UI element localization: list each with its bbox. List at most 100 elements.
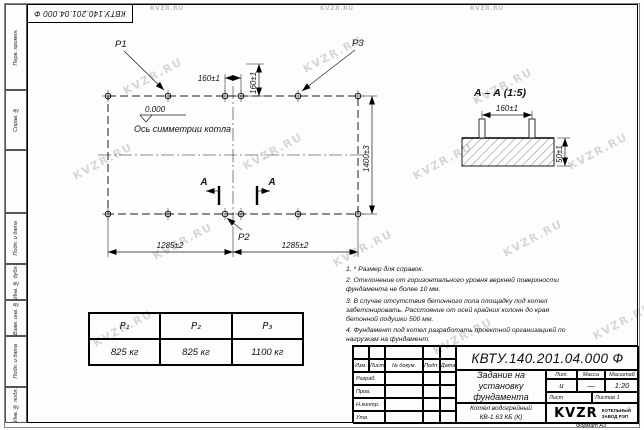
loads-table-header: Р₁ bbox=[89, 313, 161, 339]
tb-role-utv: Утв. bbox=[353, 411, 385, 424]
margin-cell-podp2: Подп. и дата bbox=[5, 336, 27, 387]
p1-label: P1 bbox=[115, 39, 127, 50]
tb-lit-header: Лит. bbox=[546, 370, 577, 379]
load-point-p2: P2 bbox=[226, 217, 250, 243]
loads-table: Р₁ Р₂ Р₃ 825 кг 825 кг 1100 кг bbox=[88, 312, 304, 366]
company-name: КОТЕЛЬНЫЙ ЗАВОД РЭП bbox=[602, 408, 631, 420]
loads-table-value: 825 кг bbox=[160, 339, 232, 365]
tb-empty-cell bbox=[369, 346, 385, 359]
title-block: Изм. Лист № докум. Подп. Дата Разраб. Пр… bbox=[352, 345, 639, 424]
tb-product-name: Котел водогрейный КВ-1.63 КБ (К) bbox=[456, 403, 546, 424]
tb-empty-cell bbox=[423, 411, 440, 424]
tb-empty-cell bbox=[385, 346, 423, 359]
concrete-pad bbox=[461, 137, 555, 167]
tb-lit-value: и bbox=[546, 379, 577, 392]
tb-empty-cell bbox=[385, 411, 423, 424]
loads-table-value: 825 кг bbox=[89, 339, 161, 365]
drawing-frame bbox=[27, 4, 638, 423]
tb-sheets-value: 1 bbox=[616, 394, 620, 401]
dim-text: 160±1 bbox=[198, 74, 220, 83]
tb-col-data: Дата bbox=[440, 359, 456, 372]
anchor-bolt-section bbox=[528, 118, 536, 139]
tb-empty-cell bbox=[385, 385, 423, 398]
dim-text: 50±1 bbox=[555, 145, 564, 163]
tb-empty-cell bbox=[353, 346, 369, 359]
tb-col-doc: № докум. bbox=[385, 359, 423, 372]
loads-table-header: Р₃ bbox=[231, 313, 303, 339]
tb-empty-cell bbox=[385, 398, 423, 411]
dim-foundation-width: 1400±3 bbox=[362, 95, 377, 215]
margin-cell-perv: Перв. примен. bbox=[5, 4, 27, 90]
anchor-bolts bbox=[102, 90, 364, 220]
company-logo: KVZR bbox=[554, 406, 598, 421]
loads-table-value: 1100 кг bbox=[231, 339, 303, 365]
load-point-p3: P3 bbox=[301, 38, 364, 92]
tb-mass-header: Масса bbox=[577, 370, 605, 379]
tb-doc-number: КВТУ.140.201.04.000 Ф bbox=[456, 346, 639, 370]
tb-empty-cell bbox=[385, 372, 423, 385]
tb-sheets-cell: Листов 1 bbox=[592, 392, 639, 403]
margin-cell-empty bbox=[5, 150, 27, 213]
tb-col-podp: Подп. bbox=[423, 359, 440, 372]
tb-empty-cell bbox=[440, 385, 456, 398]
section-letter: А bbox=[199, 177, 207, 188]
tb-col-izm: Изм. bbox=[353, 359, 369, 372]
tb-empty-cell bbox=[440, 372, 456, 385]
section-letter: А bbox=[267, 177, 275, 188]
p2-label: P2 bbox=[238, 232, 250, 243]
tb-empty-cell bbox=[423, 346, 440, 359]
load-point-p1: P1 bbox=[115, 39, 165, 91]
tb-empty-cell bbox=[423, 385, 440, 398]
tb-empty-cell bbox=[440, 346, 456, 359]
section-cut-marks: А А bbox=[199, 177, 276, 205]
dim-text: 160±1 bbox=[249, 72, 258, 94]
company-name-line1: КОТЕЛЬНЫЙ bbox=[601, 407, 631, 413]
technical-notes: 1. * Размер для справок. 2. Отклонение о… bbox=[346, 265, 568, 346]
company-name-line2: ЗАВОД РЭП bbox=[601, 413, 629, 419]
axis-of-symmetry-label: Ось симметрии котла bbox=[134, 124, 231, 134]
margin-cell-inv-podl: Инв. № подл. bbox=[5, 387, 27, 423]
p3-label: P3 bbox=[352, 38, 364, 49]
tb-scale-value: 1:20 bbox=[605, 379, 639, 392]
level-mark: 0.000 bbox=[139, 105, 186, 123]
tb-role-prov: Пров. bbox=[353, 385, 385, 398]
dim-bolt-spacing-vertical: 160±1 bbox=[245, 63, 264, 97]
tb-sheet-label: Лист bbox=[546, 392, 592, 403]
tb-scale-header: Масштаб bbox=[605, 370, 639, 379]
note-1: 1. * Размер для справок. bbox=[346, 266, 424, 273]
format-label: Формат А3 bbox=[576, 423, 607, 429]
tb-sheets-label: Листов bbox=[595, 394, 616, 401]
foundation-plan: 160±1 160±1 1400±3 bbox=[98, 38, 377, 257]
tb-role-ncontr: Н.контр. bbox=[353, 398, 385, 411]
dim-foundation-length: 1285±2 1285±2 bbox=[107, 218, 359, 257]
dim-text: 1285±2 bbox=[282, 241, 309, 250]
tb-company-cell: KVZR КОТЕЛЬНЫЙ ЗАВОД РЭП bbox=[546, 403, 639, 424]
note-2: 2. Отклонение от горизонтального уровня … bbox=[346, 277, 559, 294]
tb-empty-cell bbox=[440, 411, 456, 424]
loads-table-header: Р₂ bbox=[160, 313, 232, 339]
section-view: А – А (1:5) 160±1 50±1 bbox=[461, 87, 570, 167]
dim-text: 1400±3 bbox=[362, 145, 371, 172]
note-4: 4. Фундамент под котел разработать проек… bbox=[346, 327, 566, 344]
dim-bolt-spacing-horizontal: 160±1 bbox=[198, 74, 242, 92]
anchor-bolt-section bbox=[478, 118, 486, 139]
tb-empty-cell bbox=[440, 398, 456, 411]
tb-empty-cell bbox=[423, 372, 440, 385]
tb-role-razrab: Разраб. bbox=[353, 372, 385, 385]
margin-cell-podp1: Подп. и дата bbox=[5, 213, 27, 264]
note-3: 3. В случае отсутствия бетонного пола пл… bbox=[346, 297, 550, 323]
level-mark-text: 0.000 bbox=[145, 105, 166, 114]
section-dim-top: 160±1 bbox=[481, 104, 533, 132]
corner-doc-number: КВТУ.140.201.04.000 Ф bbox=[28, 5, 133, 23]
section-dim-height: 50±1 bbox=[555, 137, 570, 167]
tb-doc-title: Задание на установку фундамента bbox=[456, 370, 546, 403]
dim-text: 160±1 bbox=[496, 104, 518, 113]
tb-mass-value: — bbox=[577, 379, 605, 392]
margin-cell-inv-dubl: Инв. № дубл. bbox=[5, 264, 27, 300]
section-view-title: А – А (1:5) bbox=[473, 87, 526, 99]
margin-cell-vzam: Взам. инв. № bbox=[5, 300, 27, 336]
tb-empty-cell bbox=[423, 398, 440, 411]
dim-text: 1285±2 bbox=[157, 241, 184, 250]
